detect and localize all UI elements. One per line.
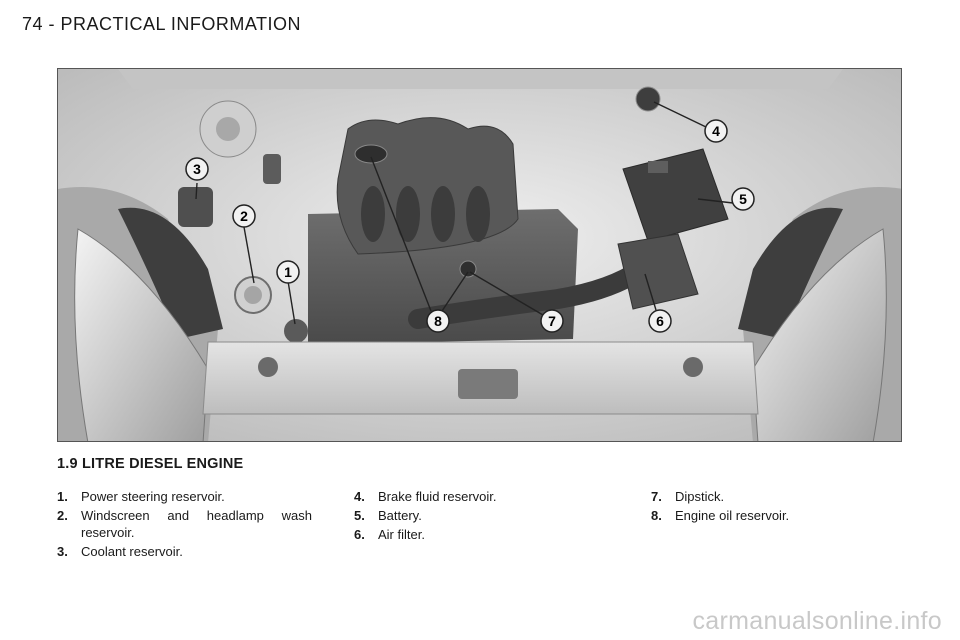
right-strut-tower — [738, 207, 843, 339]
legend-item-text: Battery. — [378, 508, 422, 523]
engine-bay-illustration: 1 2 3 4 5 6 7 8 — [57, 68, 902, 442]
coolant-reservoir — [178, 187, 213, 227]
legend-item: 2. Windscreen and headlamp wash reservoi… — [57, 507, 312, 541]
legend-item-number: 6. — [354, 527, 365, 542]
right-headlamp — [752, 228, 887, 441]
oil-filler-cap — [354, 144, 388, 164]
left-strut-tower — [118, 207, 223, 339]
legend-item-text: Coolant reservoir. — [81, 544, 183, 559]
legend-item: 1. Power steering reservoir. — [57, 488, 312, 505]
watermark: carmanualsonline.info — [692, 607, 942, 635]
callout-4: 4 — [704, 119, 728, 143]
legend-item: 3. Coolant reservoir. — [57, 543, 312, 560]
section-title: 1.9 LITRE DIESEL ENGINE — [57, 456, 244, 472]
callout-6-label: 6 — [656, 313, 664, 329]
legend-item-number: 4. — [354, 489, 365, 504]
callout-5-label: 5 — [739, 191, 747, 207]
legend-item: 7. Dipstick. — [651, 488, 901, 505]
small-bottle — [263, 154, 281, 184]
callout-8: 8 — [426, 309, 450, 333]
legend-item-text: Air filter. — [378, 527, 425, 542]
hood-edge — [118, 69, 843, 89]
brake-fluid-cap — [635, 86, 661, 112]
legend-item-number: 3. — [57, 544, 68, 559]
legend-item: 4. Brake fluid reservoir. — [354, 488, 604, 505]
legend-item-number: 7. — [651, 489, 662, 504]
legend-column-2: 4. Brake fluid reservoir. 5. Battery. 6.… — [354, 488, 604, 545]
callout-1: 1 — [276, 260, 300, 284]
legend-item-text: Power steering reservoir. — [81, 489, 225, 504]
air-filter — [617, 233, 699, 310]
legend-item-number: 2. — [57, 508, 68, 523]
left-headlamp — [74, 228, 209, 441]
callout-3-label: 3 — [193, 161, 201, 177]
callout-8-label: 8 — [434, 313, 442, 329]
legend-item-number: 8. — [651, 508, 662, 523]
legend-item: 5. Battery. — [354, 507, 604, 524]
callout-4-label: 4 — [712, 123, 720, 139]
legend-item-text: Engine oil reservoir. — [675, 508, 790, 523]
intake-manifold — [336, 117, 519, 255]
callout-3: 3 — [185, 157, 209, 181]
legend-item-text: Windscreen and headlamp wash reservoir. — [81, 508, 312, 540]
callout-7-label: 7 — [548, 313, 556, 329]
callout-2: 2 — [232, 204, 256, 228]
callout-7: 7 — [540, 309, 564, 333]
page-header: 74 - PRACTICAL INFORMATION — [22, 14, 302, 34]
legend-item-text: Dipstick. — [675, 489, 725, 504]
callout-1-label: 1 — [284, 264, 292, 280]
callout-5: 5 — [731, 187, 755, 211]
callout-6: 6 — [648, 309, 672, 333]
intake-hose — [408, 254, 658, 329]
engine-bay-drawing: 1 2 3 4 5 6 7 8 — [58, 69, 901, 441]
callout-2-label: 2 — [240, 208, 248, 224]
legend-item: 6. Air filter. — [354, 526, 604, 543]
callout-leaders — [195, 101, 734, 325]
legend-column-3: 7. Dipstick. 8. Engine oil reservoir. — [651, 488, 901, 526]
legend-item: 8. Engine oil reservoir. — [651, 507, 901, 524]
bonnet-latch — [458, 369, 518, 399]
legend-column-1: 1. Power steering reservoir. 2. Windscre… — [57, 488, 312, 562]
power-steering-reservoir — [284, 319, 308, 343]
legend-item-number: 5. — [354, 508, 365, 523]
legend-item-text: Brake fluid reservoir. — [378, 489, 497, 504]
legend-item-number: 1. — [57, 489, 68, 504]
